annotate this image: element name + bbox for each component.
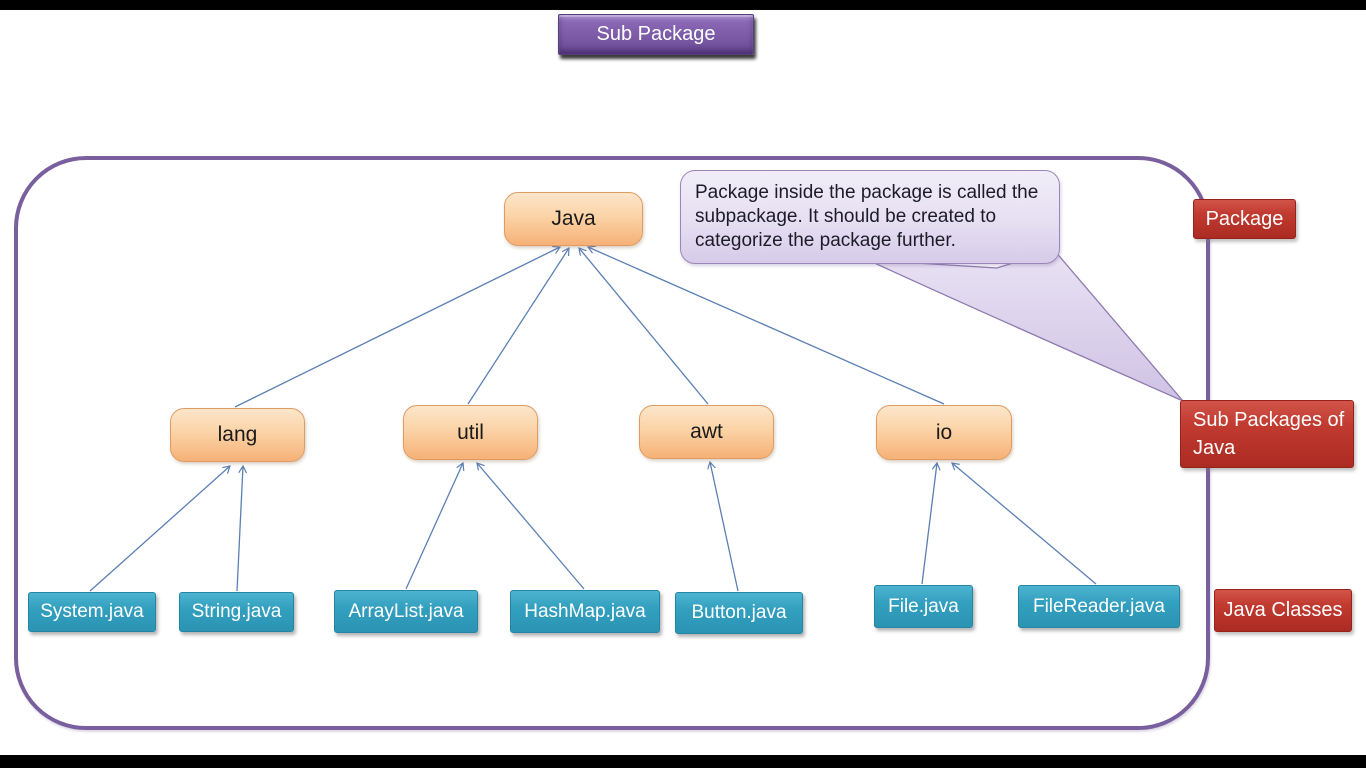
class-node-button-java: Button.java [675,592,803,634]
package-node-awt: awt [639,405,774,459]
title-banner: Sub Package [558,14,754,55]
bottom-letterbox-bar [0,755,1366,768]
package-node-lang: lang [170,408,305,462]
class-node-filereader-java: FileReader.java [1018,585,1180,628]
class-node-system-java: System.java [28,592,156,632]
package-node-java: Java [504,192,643,246]
package-node-io: io [876,405,1012,460]
class-node-file-java: File.java [874,585,973,628]
package-node-util: util [403,405,538,460]
legend-label-sub-packages: Sub Packages of Java [1180,400,1354,468]
class-node-arraylist-java: ArrayList.java [334,590,478,633]
legend-label-package: Package [1193,199,1296,239]
top-letterbox-bar [0,0,1366,10]
class-node-string-java: String.java [179,592,294,632]
legend-label-java-classes: Java Classes [1214,589,1352,632]
callout-note: Package inside the package is called the… [680,170,1060,264]
class-node-hashmap-java: HashMap.java [510,590,660,633]
callout-tail [867,249,1184,402]
